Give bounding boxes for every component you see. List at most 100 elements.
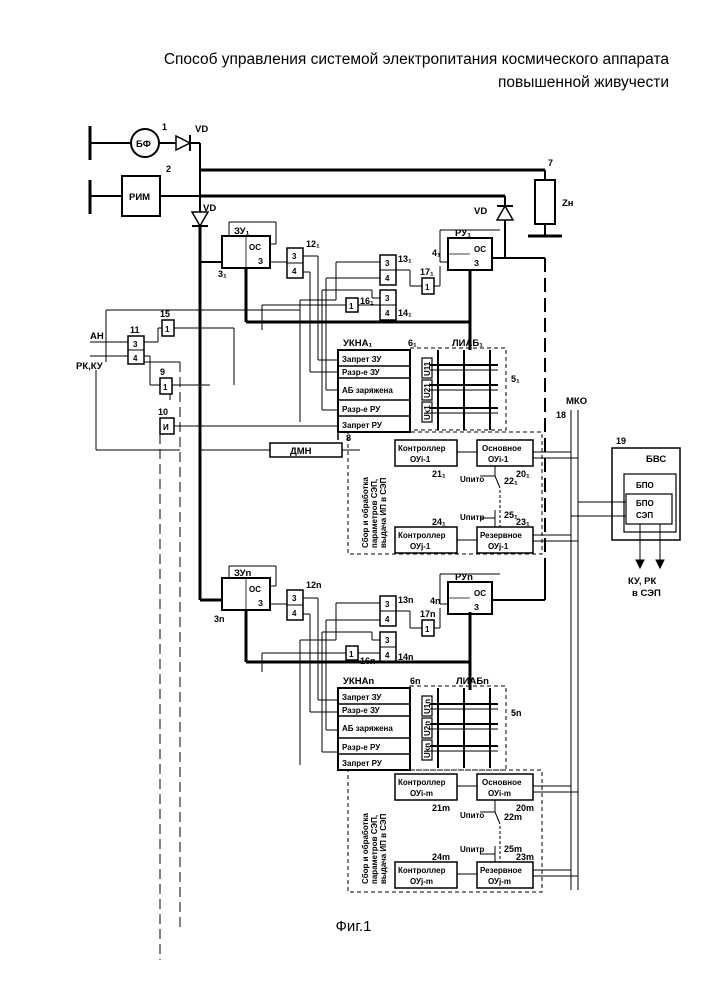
num-20-1: 20₁ (516, 469, 530, 479)
label-run-z: З (474, 603, 479, 612)
sbor1-l1: Сбор и обработка (361, 477, 370, 548)
num-4-1: 4₁ (432, 248, 441, 258)
label-bvs: БВС (646, 454, 666, 465)
num-2: 2 (166, 164, 171, 174)
left-control (90, 310, 360, 960)
p15-1: 1 (165, 325, 170, 334)
zn-load (535, 180, 555, 224)
pn13-3: 3 (385, 600, 390, 609)
num-14-1: 14₁ (398, 308, 412, 318)
p11-3: 3 (133, 340, 138, 349)
num-5-1: 5₁ (511, 374, 520, 384)
uknan-zapret-zu: Запрет ЗУ (342, 693, 382, 702)
num-18: 18 (556, 410, 566, 420)
num-21-m: 21m (432, 803, 450, 813)
p12-4: 4 (292, 267, 297, 276)
num-17-n: 17n (420, 609, 436, 619)
ukna1-razr-ru: Разр-е РУ (342, 405, 381, 414)
num-17-1: 17₁ (420, 267, 434, 277)
label-liabn: ЛИАБn (456, 676, 489, 687)
pn16-1: 1 (349, 650, 354, 659)
num-16-1: 16₁ (360, 296, 374, 306)
label-run: РУn (455, 572, 473, 583)
ukna1-zapret-ru: Запрет РУ (342, 421, 383, 430)
label-liab1: ЛИАБ₁ (452, 338, 483, 349)
label-dmn: ДМН (290, 446, 312, 457)
sborm-u-pito: Uпито (460, 811, 484, 820)
label-mko: МКО (566, 396, 587, 407)
num-24-m: 24m (432, 852, 450, 862)
num-15: 15 (160, 309, 170, 319)
label-bpo: БПО (636, 481, 654, 490)
sborm-l3: выдача ИП в СЭП (379, 813, 388, 884)
p14-4: 4 (385, 309, 390, 318)
label-bf: БФ (136, 139, 151, 150)
uk1: Uk1 (423, 405, 432, 420)
u2n: U2n (423, 721, 432, 736)
ukna1-zapret-zu: Запрет ЗУ (342, 355, 382, 364)
p17-1: 1 (425, 283, 430, 292)
num-13-1: 13₁ (398, 254, 412, 264)
num-3-n: 3n (214, 614, 225, 624)
label-bpo-sep-2: СЭП (636, 511, 653, 520)
sborm-rezervnoe: Резервное (480, 866, 522, 875)
sbor1-u-pito: Uпито (460, 475, 484, 484)
p9-1: 1 (163, 383, 168, 392)
label-vd-left: VD (203, 203, 216, 214)
label-vd-right: VD (474, 206, 487, 217)
label-rk-ku: РК,КУ (76, 361, 103, 372)
sbor1-osnovnoe: Основное (482, 444, 522, 453)
p13-3: 3 (385, 259, 390, 268)
num-12-1: 12₁ (306, 239, 320, 249)
sbor1-ou-j1b: ОУj-1 (488, 542, 509, 551)
sbor1-rezervnoe: Резервное (480, 531, 522, 540)
label-zun-os: ОС (249, 585, 261, 594)
u1n: U1n (423, 699, 432, 714)
label-ukna1: УКНА₁ (343, 338, 372, 349)
label-rim: РИМ (129, 192, 150, 203)
sborm-l2: параметров СЭП, (370, 815, 379, 884)
pn12-4: 4 (292, 609, 297, 618)
sborm-ctrl-bot: Контроллер (398, 866, 446, 875)
label-ru1-os: ОС (474, 245, 486, 254)
mko-bus (571, 410, 680, 890)
num-16-n: 16n (360, 656, 376, 666)
num-14-n: 14n (398, 652, 414, 662)
p16-1: 1 (349, 302, 354, 311)
num-8: 8 (346, 433, 351, 443)
sborm-ou-imb: ОУi-m (488, 789, 511, 798)
p13-4: 4 (385, 274, 390, 283)
label-bpo-sep-1: БПО (636, 499, 654, 508)
label-ku-rk-1: КУ, РК (628, 576, 656, 587)
uknan-razr-ru: Разр-е РУ (342, 743, 381, 752)
label-zu1: ЗУ₁ (234, 226, 249, 237)
label-zun-z: З (258, 599, 263, 608)
num-22-m: 22m (504, 812, 522, 822)
ukna1-ab-zaryazhena: АБ заряжена (342, 386, 393, 395)
pn12-3: 3 (292, 594, 297, 603)
num-23-m: 23m (516, 852, 534, 862)
label-vd-top: VD (195, 124, 208, 135)
sborm-u-pitr: Uпитр (460, 845, 484, 854)
label-zu1-z: З (258, 257, 263, 266)
uknan-ab-zaryazhena: АБ заряжена (342, 724, 393, 733)
p11-4: 4 (133, 354, 138, 363)
num-6-n: 6n (410, 676, 421, 686)
label-run-os: ОС (474, 589, 486, 598)
pn14-3: 3 (385, 636, 390, 645)
sbor1-ou-i1b: ОУi-1 (488, 455, 509, 464)
label-zn: Zн (562, 198, 574, 209)
sbor1-l3: выдача ИП в СЭП (379, 477, 388, 548)
ukn: Ukn (423, 743, 432, 758)
uknan-razr-zu: Разр-е ЗУ (342, 706, 381, 715)
label-ku-rk-2: в СЭП (632, 588, 661, 599)
num-4-n: 4n (430, 596, 441, 606)
num-7: 7 (548, 158, 553, 168)
sborm-osnovnoe: Основное (482, 778, 522, 787)
num-11: 11 (130, 325, 140, 335)
label-ru1-z: З (474, 259, 479, 268)
num-12-n: 12n (306, 580, 322, 590)
sbor1-ctrl-bot: Контроллер (398, 531, 446, 540)
u11: U11 (423, 361, 432, 376)
